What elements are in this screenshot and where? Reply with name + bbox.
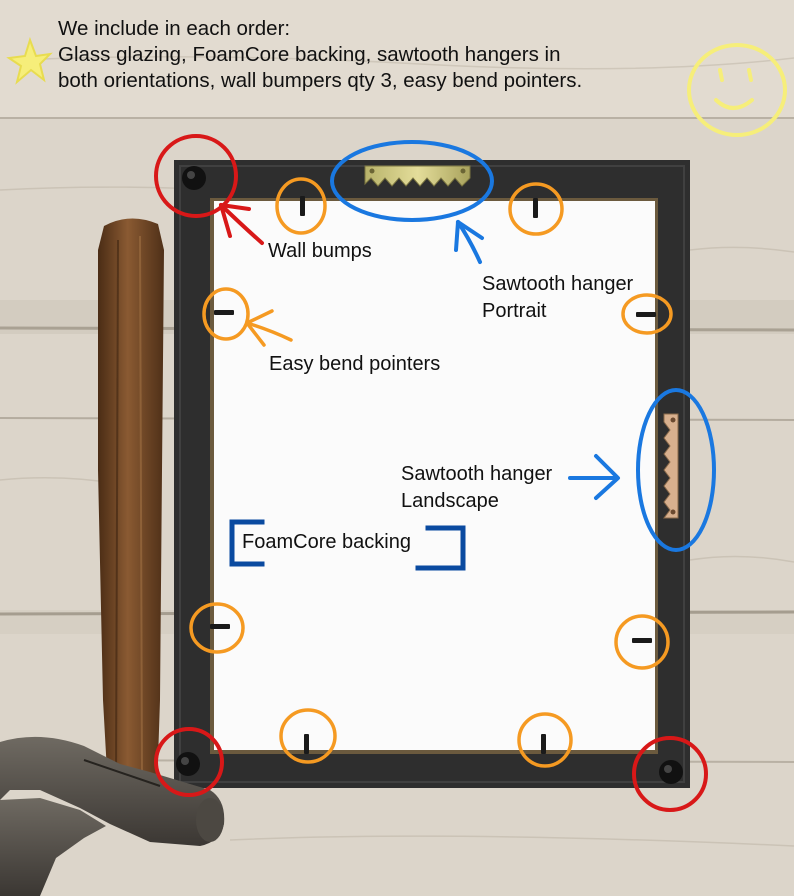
wall-bump-red-circle [632,736,708,812]
sawtooth-landscape-label: Sawtooth hanger [401,463,553,485]
easy-bend-orange-circle [279,708,337,764]
easy-bend-orange-circle [614,614,670,670]
sawtooth-hanger-portrait [364,165,471,187]
wall-bump-red-circle [154,727,224,797]
foamcore-label: FoamCore backing [242,531,411,553]
easy-bend-pointer [632,638,652,643]
easy-bend-orange-circle [508,182,564,236]
header-line: Glass glazing, FoamCore backing, sawtoot… [58,43,561,66]
easy-bend-pointer [300,196,305,216]
picture-frame [174,160,690,788]
foamcore-bracket-right [415,525,466,571]
wall-bumper [176,752,200,776]
sawtooth-blue-ellipse [330,140,494,222]
easy-bend-pointer [541,734,546,754]
easy-bend-pointer [210,624,230,629]
sawtooth-landscape-sublabel: Landscape [401,490,499,512]
easy-bend-orange-circle [202,287,250,341]
easy-bend-orange-circle [275,177,327,235]
sawtooth-portrait-blue-arrow [454,220,484,264]
easy-bend-orange-circle [517,712,573,768]
sawtooth-hanger-landscape [663,413,679,519]
yellow-sparkle-doodle [6,36,53,85]
header-line: We include in each order: [58,17,291,40]
easy-bend-pointer [304,734,309,754]
wall-bumper [659,760,683,784]
sawtooth-landscape-blue-arrow [568,454,620,500]
easy-bend-orange-circle [189,602,245,654]
easy-bend-pointer [214,310,234,315]
yellow-smiley-doodle [687,43,787,137]
foamcore-bracket-left [229,519,265,567]
hammer [0,218,225,896]
header-line: both orientations, wall bumpers qty 3, e… [58,69,583,92]
sawtooth-portrait-sublabel: Portrait [482,300,547,322]
sawtooth-portrait-label: Sawtooth hanger [482,273,634,295]
header-text-block: We include in each order: Glass glazing,… [58,16,582,94]
foamcore-backing-panel [214,201,655,750]
wall-bump-red-circle [154,134,238,218]
easy-bend-pointer [636,312,656,317]
wall-bumper [182,166,206,190]
easy-bend-label: Easy bend pointers [269,353,441,375]
easy-bend-orange-circle [621,293,673,335]
wall-bumps-label: Wall bumps [268,240,372,262]
easy-bend-orange-arrow [245,309,293,347]
sawtooth-blue-ellipse [636,388,716,552]
easy-bend-pointer [533,198,538,218]
wall-bump-red-arrow [219,203,264,245]
